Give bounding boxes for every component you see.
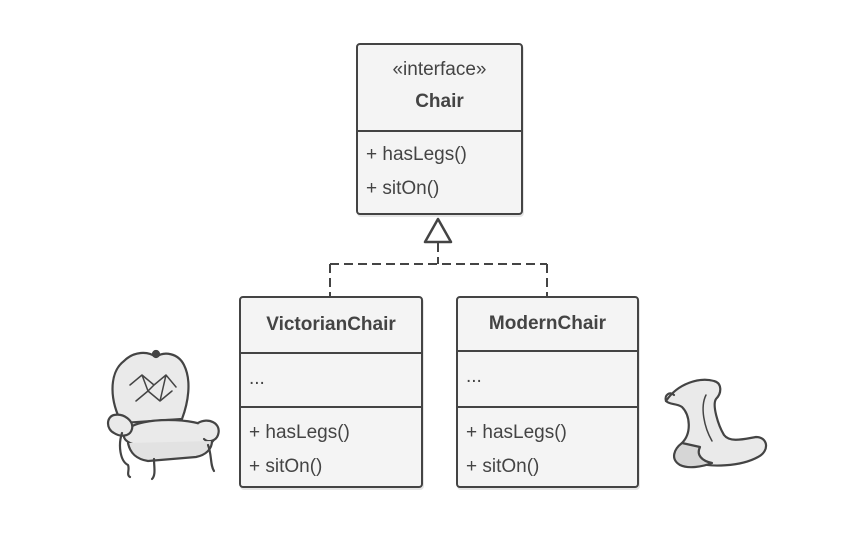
class-methods: + hasLegs() + sitOn(): [241, 406, 421, 484]
class-name: ModernChair: [488, 313, 607, 334]
interface-chair-box: «interface» Chair + hasLegs() + sitOn(): [356, 43, 523, 215]
modern-chair-icon: [664, 378, 768, 469]
class-fields: ...: [458, 350, 637, 406]
realization-arrowhead: [423, 217, 453, 244]
method-item: + sitOn(): [466, 456, 540, 477]
method-item: + hasLegs(): [366, 144, 467, 165]
class-fields: ...: [241, 352, 421, 406]
interface-stereotype: «interface»: [392, 59, 487, 80]
class-header: ModernChair: [458, 298, 637, 350]
method-item: + hasLegs(): [466, 422, 567, 443]
victorian-armchair-icon: [106, 349, 220, 481]
interface-header: «interface» Chair: [358, 45, 521, 130]
class-name: VictorianChair: [266, 314, 396, 335]
class-methods: + hasLegs() + sitOn(): [458, 406, 637, 484]
class-header: VictorianChair: [241, 298, 421, 352]
method-item: + sitOn(): [366, 178, 440, 199]
class-modernchair-box: ModernChair ... + hasLegs() + sitOn(): [456, 296, 639, 488]
method-item: + hasLegs(): [249, 422, 350, 443]
method-item: + sitOn(): [249, 456, 323, 477]
class-victorianchair-box: VictorianChair ... + hasLegs() + sitOn(): [239, 296, 423, 488]
interface-methods: + hasLegs() + sitOn(): [358, 130, 521, 206]
interface-name: Chair: [415, 91, 464, 112]
